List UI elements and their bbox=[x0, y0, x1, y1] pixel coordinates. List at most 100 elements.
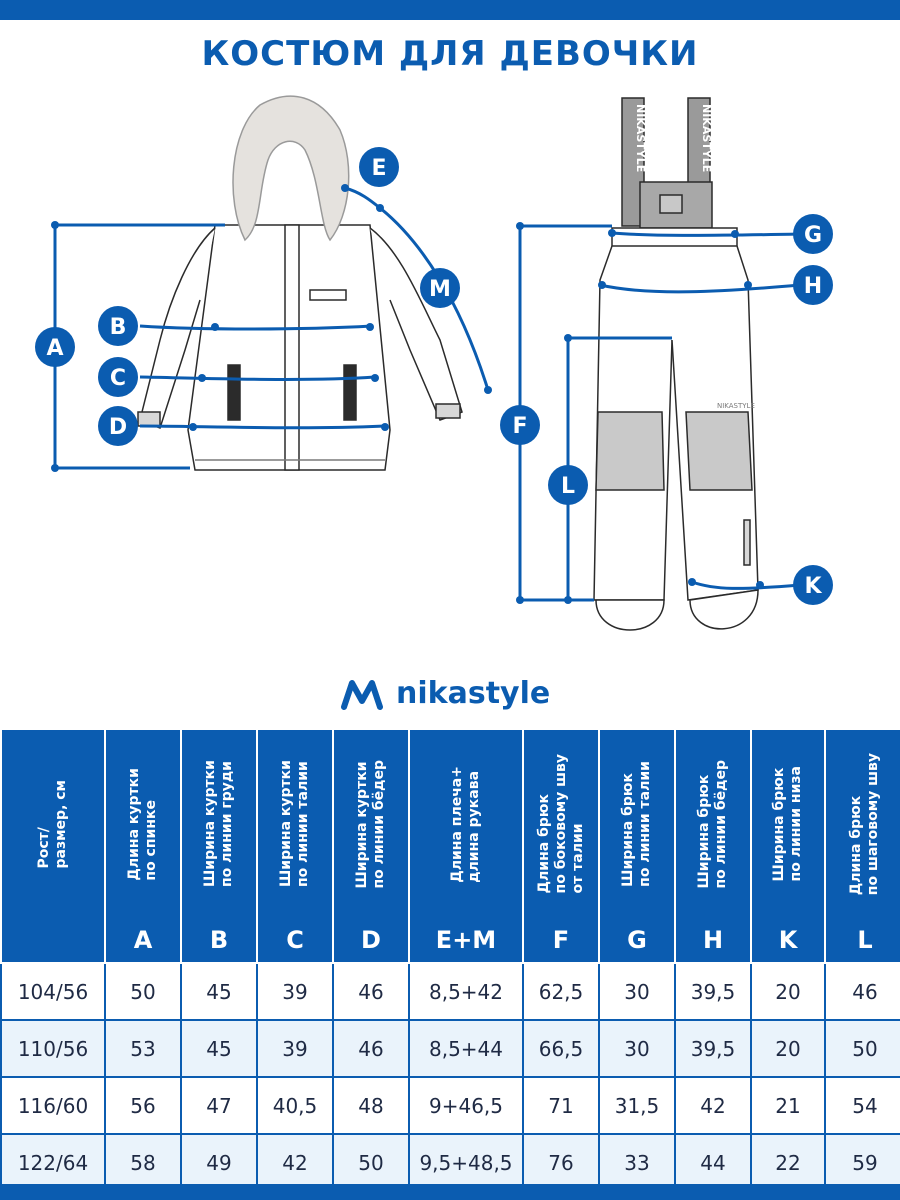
jacket-right-pocket bbox=[343, 364, 357, 421]
pants-reflective-stripe bbox=[743, 519, 751, 566]
table-cell: 116/60 bbox=[0, 1076, 106, 1135]
marker-g: G bbox=[793, 214, 833, 254]
table-cell: 50 bbox=[104, 962, 182, 1021]
brand-logo-icon bbox=[341, 680, 383, 710]
table-cell: 20 bbox=[750, 962, 826, 1021]
marker-a: A bbox=[35, 327, 75, 367]
table-cell: 39 bbox=[256, 1019, 334, 1078]
measure-line-g bbox=[611, 231, 801, 237]
svg-text:E: E bbox=[371, 156, 386, 181]
table-cell: 66,5 bbox=[522, 1019, 600, 1078]
table-cell: 50 bbox=[332, 1133, 410, 1192]
measure-line-d bbox=[139, 424, 386, 430]
table-cell: 122/64 bbox=[0, 1133, 106, 1192]
table-cell: 42 bbox=[256, 1133, 334, 1192]
pants-left-boot bbox=[595, 599, 665, 631]
knee-label: NIKASTYLE bbox=[717, 402, 755, 410]
table-cell: 59 bbox=[824, 1133, 900, 1192]
table-cell: 48 bbox=[332, 1076, 410, 1135]
bib-logo bbox=[659, 194, 683, 214]
measure-line-c bbox=[139, 375, 376, 381]
table-cell: 39,5 bbox=[674, 962, 752, 1021]
pants-right-boot bbox=[689, 589, 759, 630]
table-cell: 110/56 bbox=[0, 1019, 106, 1078]
suspender-left bbox=[621, 97, 645, 227]
svg-text:F: F bbox=[512, 414, 527, 439]
table-cell: 56 bbox=[104, 1076, 182, 1135]
marker-c: C bbox=[98, 357, 138, 397]
jacket-left-pocket bbox=[227, 364, 241, 421]
table-cell: 54 bbox=[824, 1076, 900, 1135]
marker-b: B bbox=[98, 306, 138, 346]
pants-left-knee-pad bbox=[595, 411, 665, 491]
brand: nikastyle bbox=[340, 668, 580, 718]
table-row: 110/56 53 45 39 46 8,5+44 66,5 30 39,5 2… bbox=[0, 1019, 900, 1078]
jacket-chest-patch bbox=[309, 289, 347, 301]
table-cell: 46 bbox=[332, 1019, 410, 1078]
suspender-left-text: NIKASTYLE bbox=[634, 104, 647, 172]
svg-text:C: C bbox=[110, 366, 126, 391]
top-bar bbox=[0, 0, 900, 20]
pants-drawing bbox=[593, 97, 759, 631]
jacket-right-cuff bbox=[435, 403, 461, 419]
table-cell: 20 bbox=[750, 1019, 826, 1078]
table-cell: 9+46,5 bbox=[408, 1076, 524, 1135]
measurement-markers: A B C D E M F G H L K bbox=[35, 147, 833, 605]
jacket-right-sleeve bbox=[369, 227, 463, 421]
measure-line-b bbox=[139, 324, 373, 331]
suspender-right-text: NIKASTYLE bbox=[700, 104, 713, 172]
jacket-drawing bbox=[137, 95, 463, 471]
table-cell: 9,5+48,5 bbox=[408, 1133, 524, 1192]
table-cell: 58 bbox=[104, 1133, 182, 1192]
table-cell: 42 bbox=[674, 1076, 752, 1135]
page-title: КОСТЮМ ДЛЯ ДЕВОЧКИ bbox=[201, 34, 699, 74]
table-cell: 46 bbox=[332, 962, 410, 1021]
jacket-hood-fur bbox=[232, 95, 350, 242]
pants-right-knee-pad bbox=[685, 411, 753, 491]
brand-name: nikastyle bbox=[396, 675, 551, 711]
table-cell: 33 bbox=[598, 1133, 676, 1192]
table-cell: 76 bbox=[522, 1133, 600, 1192]
table-cell: 62,5 bbox=[522, 962, 600, 1021]
measure-line-e bbox=[344, 186, 381, 210]
svg-text:K: K bbox=[804, 574, 822, 599]
svg-text:D: D bbox=[109, 415, 127, 440]
svg-text:G: G bbox=[804, 223, 822, 248]
table-cell: 30 bbox=[598, 1019, 676, 1078]
measure-line-h bbox=[599, 283, 801, 294]
svg-text:A: A bbox=[46, 336, 63, 361]
marker-f: F bbox=[500, 405, 540, 445]
suspender-labels: NIKASTYLE NIKASTYLE bbox=[634, 104, 713, 172]
table-cell: 50 bbox=[824, 1019, 900, 1078]
table-cell: 39 bbox=[256, 962, 334, 1021]
table-cell: 22 bbox=[750, 1133, 826, 1192]
marker-k: K bbox=[793, 565, 833, 605]
measure-line-k bbox=[691, 580, 801, 590]
table-cell: 21 bbox=[750, 1076, 826, 1135]
svg-text:H: H bbox=[804, 274, 822, 299]
table-cell: 45 bbox=[180, 962, 258, 1021]
table-cell: 8,5+42 bbox=[408, 962, 524, 1021]
jacket-zipper bbox=[284, 224, 300, 471]
pants-measure-dots bbox=[516, 222, 764, 604]
table-cell: 47 bbox=[180, 1076, 258, 1135]
table-cell: 104/56 bbox=[0, 962, 106, 1021]
jacket-measure-dots bbox=[51, 184, 492, 472]
marker-h: H bbox=[793, 265, 833, 305]
jacket-left-cuff bbox=[137, 411, 161, 427]
marker-e: E bbox=[359, 147, 399, 187]
bottom-bar bbox=[0, 1184, 900, 1200]
table-cell: 40,5 bbox=[256, 1076, 334, 1135]
table-row: 122/64 58 49 42 50 9,5+48,5 76 33 44 22 … bbox=[0, 1133, 900, 1192]
